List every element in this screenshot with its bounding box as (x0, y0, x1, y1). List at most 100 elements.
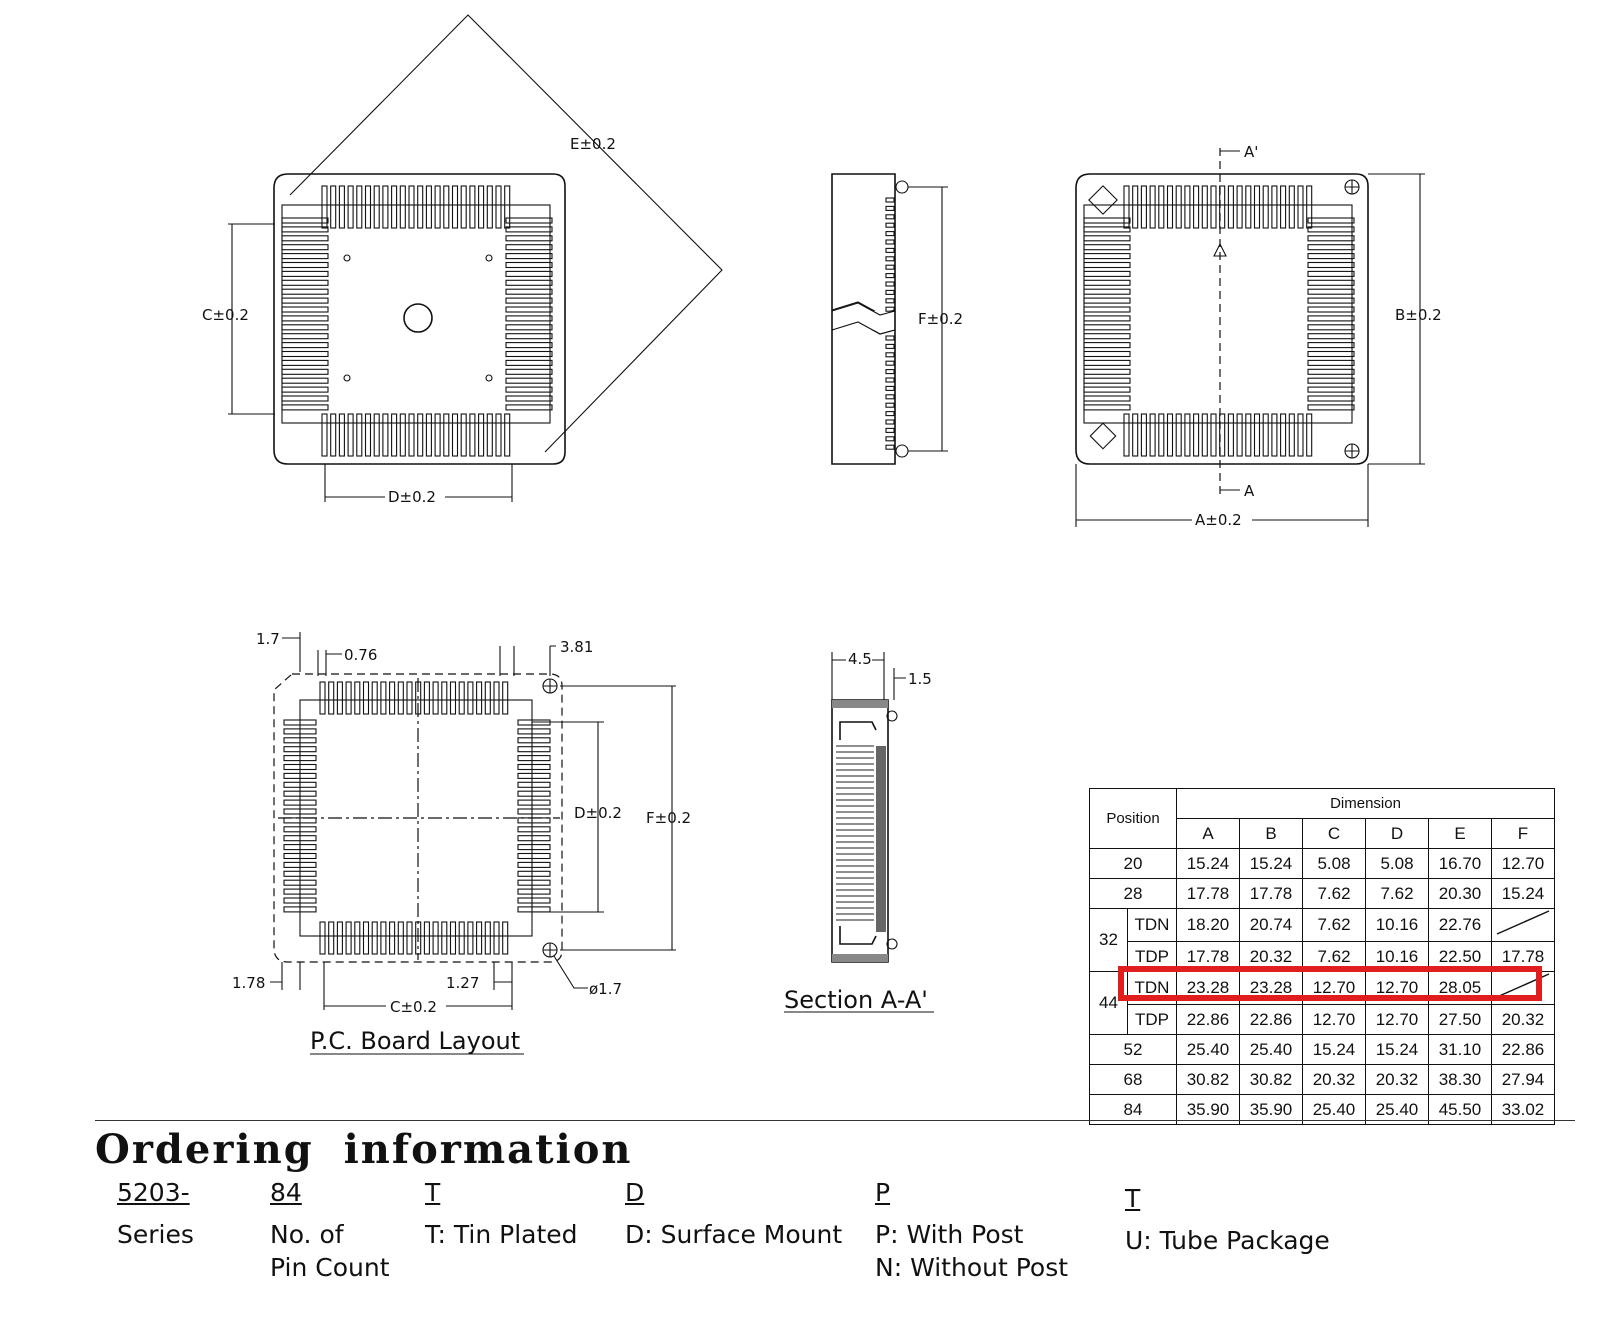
pin (486, 185, 493, 229)
pin (364, 413, 372, 457)
ordering-item-mount: D D: Surface Mount (625, 1178, 842, 1251)
pin (885, 427, 895, 433)
pcb-f-dim-label: F±0.2 (646, 809, 691, 827)
pin (885, 273, 895, 279)
pin (1307, 386, 1355, 393)
pin (505, 404, 553, 411)
ordering-item-plating: T T: Tin Plated (425, 1178, 578, 1251)
pin (1280, 413, 1287, 457)
pin (1166, 413, 1174, 457)
pin (283, 852, 317, 860)
pin (885, 394, 895, 400)
pin (885, 205, 895, 211)
table-row: 68 30.82 30.82 20.32 20.32 38.30 27.94 (1089, 1064, 1555, 1095)
pin (885, 352, 895, 358)
table-cell: 12.70 (1302, 1004, 1366, 1035)
table-cell: 15.24 (1176, 848, 1240, 879)
pin (517, 737, 551, 744)
table-cell: 7.62 (1365, 878, 1429, 909)
table-cell: 12.70 (1491, 848, 1555, 879)
pin (517, 826, 551, 833)
table-cell: 15.24 (1365, 1034, 1429, 1065)
table-cell: 17.78 (1239, 878, 1303, 909)
pcb-1-78-label: 1.78 (232, 974, 265, 992)
e-dim-label: E±0.2 (570, 135, 616, 153)
pin (1083, 226, 1131, 233)
pcb-hole-label: ø1.7 (589, 980, 622, 998)
pin (1245, 185, 1252, 229)
pin (283, 799, 317, 806)
pin (425, 413, 432, 457)
table-cell: 25.40 (1239, 1034, 1303, 1065)
section-caption: Section A-A' (784, 986, 928, 1014)
pin (281, 377, 329, 384)
pin (1307, 235, 1355, 242)
table-cell: 17.78 (1176, 878, 1240, 909)
pin (505, 270, 553, 277)
pin (517, 817, 551, 824)
pin (1175, 413, 1182, 457)
pin (283, 826, 317, 833)
pin (1307, 279, 1355, 286)
pin (1307, 359, 1355, 366)
pin (517, 781, 551, 788)
table-cell: 25.40 (1176, 1034, 1240, 1065)
pin (517, 844, 551, 851)
pin (1253, 413, 1261, 457)
pin (362, 681, 370, 715)
pcb-3-81-label: 3.81 (560, 638, 593, 656)
pin (1307, 342, 1355, 349)
ordering-code: 5203- (117, 1178, 190, 1207)
pin (451, 413, 459, 457)
pin (283, 906, 317, 913)
pin (1083, 333, 1131, 340)
pin (1083, 315, 1131, 322)
pin (505, 386, 553, 393)
pin (1307, 350, 1355, 358)
right-pin-column (1307, 217, 1355, 411)
table-cell: 16.70 (1428, 848, 1492, 879)
pin (885, 289, 895, 295)
pin (391, 185, 398, 229)
table-cell: 33.02 (1491, 1094, 1555, 1125)
highlight-box (1118, 966, 1542, 1001)
pin (458, 921, 465, 955)
table-cell: 27.50 (1428, 1004, 1492, 1035)
side-view: F±0.2 (831, 173, 963, 465)
pin (1245, 413, 1252, 457)
table-cell: 38.30 (1428, 1064, 1492, 1095)
pin (408, 413, 415, 457)
pin (1083, 324, 1131, 331)
c-dim-label: C±0.2 (202, 306, 249, 324)
pin (389, 921, 396, 955)
pin (1083, 395, 1131, 402)
pin (467, 681, 474, 715)
table-cell: 10.16 (1365, 908, 1429, 942)
pin (399, 413, 406, 457)
pin (1132, 413, 1139, 457)
pin (1307, 404, 1355, 411)
pin (1083, 342, 1131, 349)
pin (336, 921, 343, 955)
pin (373, 185, 380, 229)
pin (423, 681, 430, 715)
table-row: 28 17.78 17.78 7.62 7.62 20.30 15.24 (1089, 878, 1555, 909)
ordering-code: P (875, 1178, 891, 1207)
pin (356, 413, 363, 457)
bottom-pin-row (321, 413, 511, 457)
position-header: Position (1089, 788, 1177, 849)
table-cell: 22.86 (1491, 1034, 1555, 1065)
pin (1236, 185, 1243, 229)
table-cell: 30.82 (1239, 1064, 1303, 1095)
pin (281, 342, 329, 349)
pin (319, 921, 326, 955)
pin (399, 185, 406, 229)
table-cell: 20.32 (1365, 1064, 1429, 1095)
pin (885, 231, 895, 237)
pin (1307, 244, 1355, 251)
pcb-layout: 1.7 0.76 3.81 D±0.2 F±0.2 1.78 1.27 C±0.… (232, 630, 691, 1055)
pin (505, 342, 553, 349)
pin (338, 413, 345, 457)
pin (417, 185, 424, 229)
pin (1307, 297, 1355, 304)
